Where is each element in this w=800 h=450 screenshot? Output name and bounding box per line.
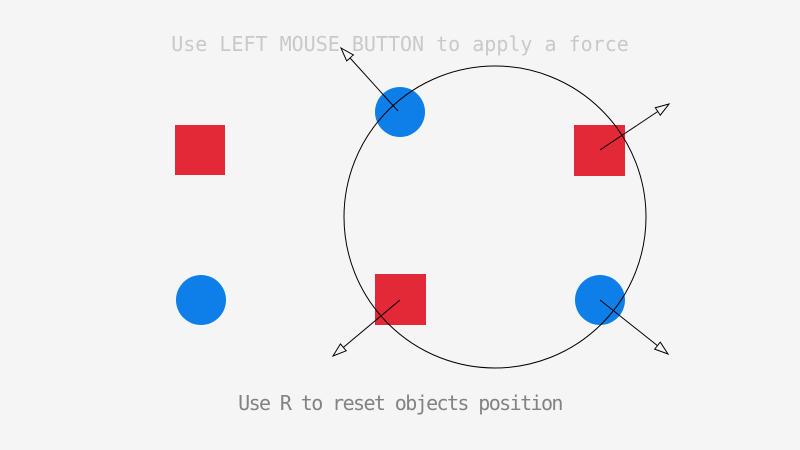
force-arrow-top-right [599,111,658,151]
physics-object-circle-left[interactable] [176,275,226,325]
physics-object-square-bottom[interactable] [375,274,426,325]
physics-object-square-left[interactable] [175,125,225,175]
hint-apply-force: Use LEFT MOUSE BUTTON to apply a force [171,32,629,56]
hint-reset: Use R to reset objects position [238,391,563,415]
physics-object-square-top-right[interactable] [574,125,625,176]
boundary-circle [343,65,647,369]
force-arrow-top-left [350,58,399,112]
force-arrow-bottom-right [599,299,657,346]
force-arrow-bottom-left [343,299,401,347]
